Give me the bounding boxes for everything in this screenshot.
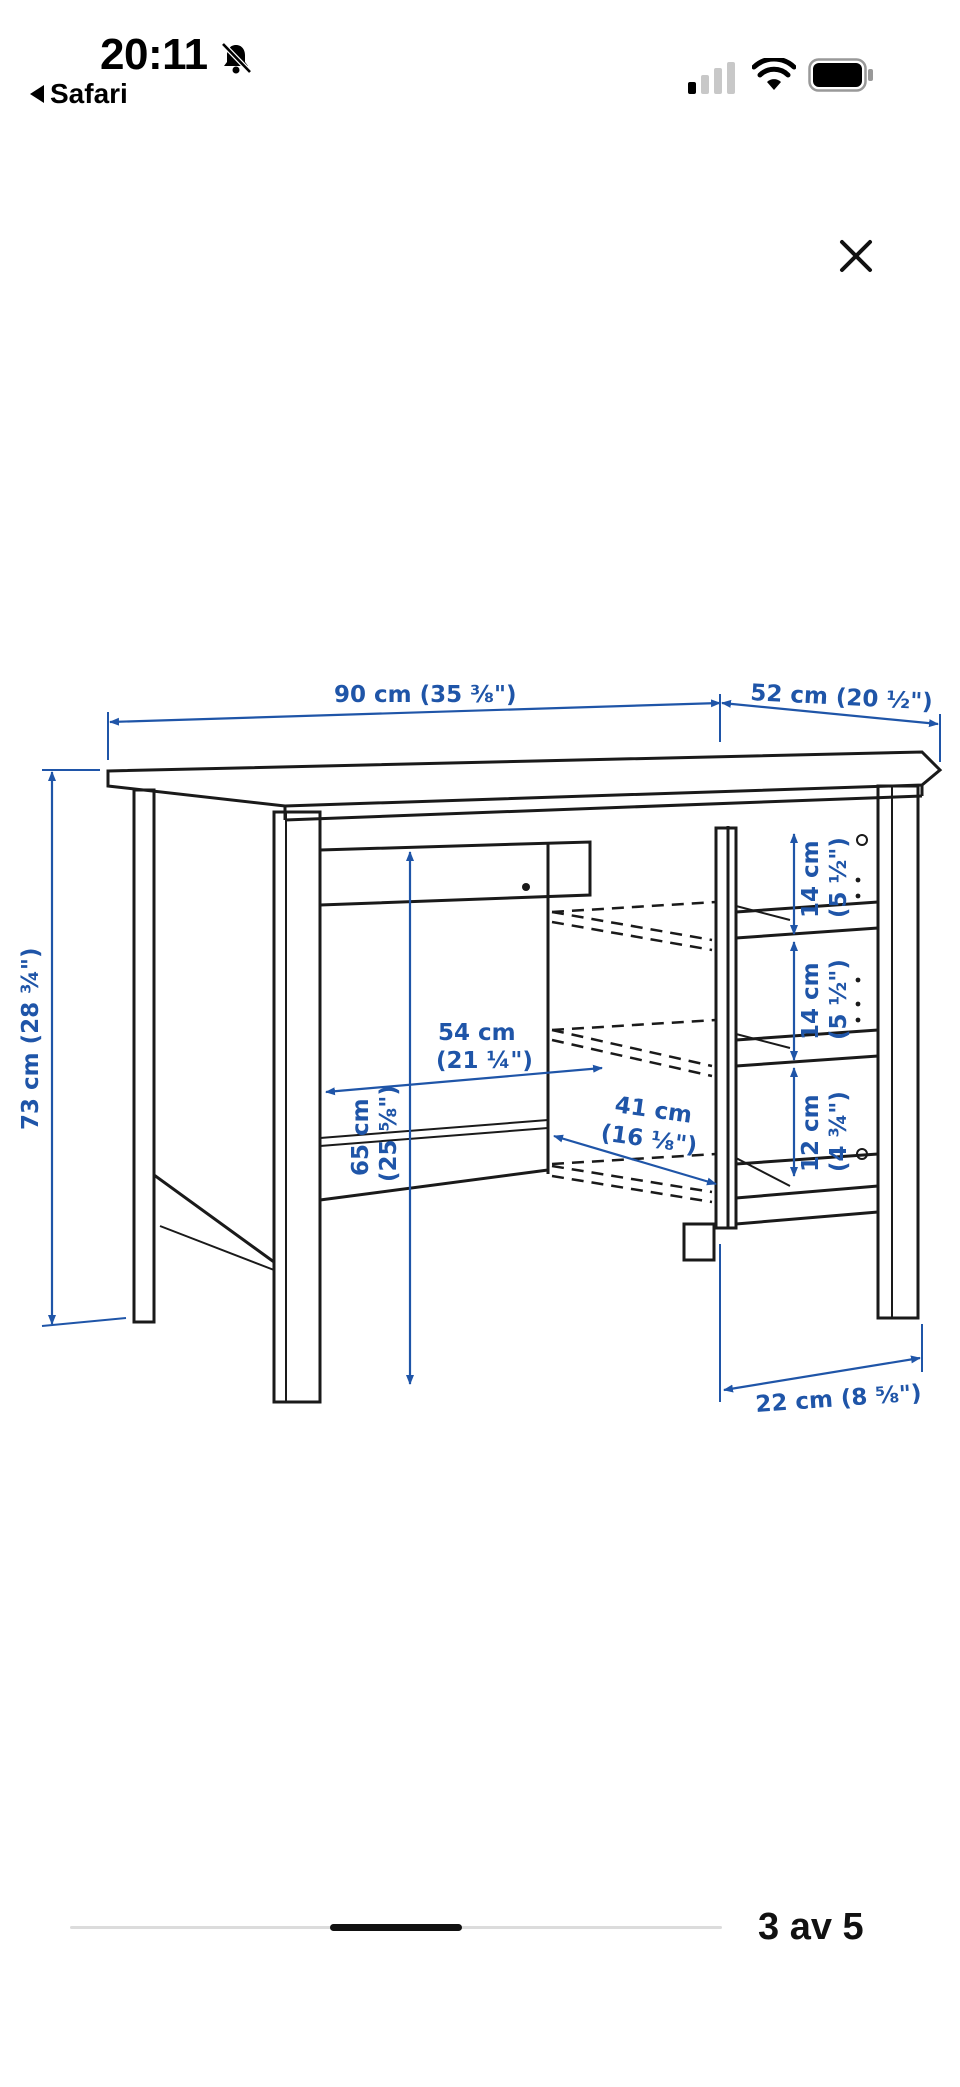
dim-shelf-bottom-label-2: (4 ¾") <box>826 1091 852 1172</box>
back-to-safari-link[interactable]: Safari <box>30 78 128 110</box>
dim-width-label: 90 cm (35 ⅜") <box>334 682 516 708</box>
dim-height-label: 73 cm (28 ¾") <box>18 948 44 1130</box>
battery-icon <box>808 58 873 92</box>
image-counter: 3 av 5 <box>758 1906 864 1948</box>
dim-shelf-top-label-2: (5 ½") <box>826 837 852 918</box>
desk-outline <box>106 750 943 1404</box>
dim-shelf-top-label-1: 14 cm <box>798 840 824 918</box>
bell-slash-icon <box>221 42 252 74</box>
dim-knee-width-label-2: (21 ¼") <box>436 1048 533 1074</box>
dim-knee-height-label-1: 65 cm <box>348 1098 374 1176</box>
dim-knee-height-label-2: (25 ⅝") <box>376 1085 402 1182</box>
cellular-signal-icon <box>688 62 735 94</box>
dim-knee-width-label-1: 54 cm <box>438 1020 516 1046</box>
dim-shelf-mid-label-2: (5 ½") <box>826 959 852 1040</box>
image-pager: 3 av 5 <box>0 1900 960 1960</box>
back-arrow-icon <box>30 85 44 103</box>
status-bar: 20:11 Safari <box>0 0 960 120</box>
wifi-icon <box>752 58 796 90</box>
dimension-lines <box>41 694 941 1402</box>
desk-dimension-diagram: 90 cm (35 ⅜") 52 cm (20 ½") 73 cm (28 ¾"… <box>18 680 943 1418</box>
status-time: 20:11 <box>100 30 208 79</box>
close-icon[interactable] <box>828 228 884 284</box>
dim-shelf-mid-label-1: 14 cm <box>798 962 824 1040</box>
back-label: Safari <box>50 78 128 109</box>
pager-thumb[interactable] <box>330 1924 462 1931</box>
dim-depth-label: 52 cm (20 ½") <box>750 680 934 716</box>
dim-shelf-bottom-label-1: 12 cm <box>798 1094 824 1172</box>
product-image[interactable]: 90 cm (35 ⅜") 52 cm (20 ½") 73 cm (28 ¾"… <box>0 640 960 1440</box>
dim-shelf-depth-label: 22 cm (8 ⅝") <box>755 1380 923 1418</box>
